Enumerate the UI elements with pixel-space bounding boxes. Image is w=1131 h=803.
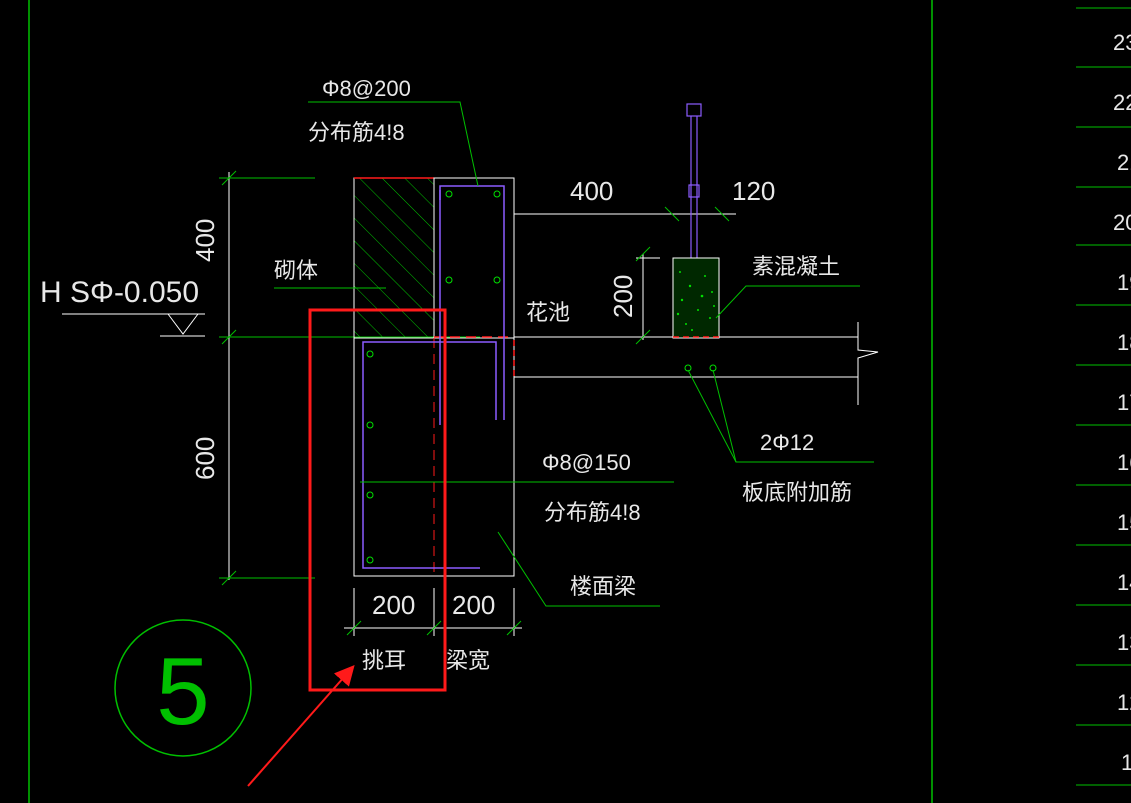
side-table: 23 22 21 20 19 18 17 16 15 14 13 12 11 [1076, 7, 1131, 786]
left-dimension-chain [219, 170, 480, 586]
dim-200-vertical: 200 [608, 275, 638, 318]
masonry-wall [353, 177, 435, 339]
masonry-label: 砌体 [274, 258, 318, 283]
rebar-dots [366, 190, 717, 564]
rebar-top-label: Φ8@200 [322, 76, 411, 101]
table-row-number: 13 [1117, 630, 1131, 655]
floor-beam-label: 楼面梁 [570, 574, 636, 599]
rebar-mid-dist-label: 分布筋4!8 [544, 500, 641, 525]
curb-dimension [635, 246, 660, 345]
plain-concrete-leader [715, 285, 860, 319]
top-dimension-chain [514, 206, 736, 222]
planter-label: 花池 [526, 300, 570, 325]
dim-200-right: 200 [452, 590, 495, 620]
beam-width-label: 梁宽 [446, 648, 490, 673]
floor-beam-leader [497, 531, 660, 607]
cantilever-label: 挑耳 [362, 648, 406, 673]
dim-120-top: 120 [732, 176, 775, 206]
table-row-number: 17 [1117, 390, 1131, 415]
dim-200-left: 200 [372, 590, 415, 620]
elevation-label: H SΦ-0.050 [40, 276, 199, 309]
concrete-speckle [676, 271, 715, 331]
dim-600-vertical: 600 [190, 437, 220, 480]
slab-bars-leader-2 [712, 369, 737, 463]
table-row-number: 16 [1117, 450, 1131, 475]
highlight-arrow [247, 664, 355, 787]
rebar-top-dist-label: 分布筋4!8 [308, 120, 405, 145]
detail-number: 5 [156, 638, 209, 745]
table-row-number: 15 [1117, 510, 1131, 535]
table-row-number: 12 [1117, 690, 1131, 715]
rebar-mid-label: Φ8@150 [542, 450, 631, 475]
slab-bottom-label: 板底附加筋 [742, 480, 852, 505]
dim-400-vertical: 400 [190, 219, 220, 262]
highlight-box [308, 308, 447, 692]
table-row-number: 14 [1117, 570, 1131, 595]
table-row-number: 20 [1113, 210, 1131, 235]
railing-post [684, 103, 704, 279]
plain-concrete-label: 素混凝土 [752, 254, 840, 279]
bottom-dimension-chain [344, 588, 522, 636]
table-row-number: 22 [1113, 90, 1131, 115]
slab-bottom-bars-label: 2Φ12 [760, 430, 814, 455]
dim-400-top: 400 [570, 176, 613, 206]
table-row-number: 21 [1117, 150, 1131, 175]
rebar-top-leader [308, 101, 479, 187]
table-row-number: 11 [1121, 750, 1131, 775]
table-row-number: 23 [1113, 30, 1131, 55]
plain-concrete-curb [672, 257, 720, 339]
table-row-number: 19 [1117, 270, 1131, 295]
detail-callout-circle [114, 619, 252, 757]
rebar-cage [362, 185, 505, 569]
table-row-number: 18 [1117, 330, 1131, 355]
elevation-marker [62, 313, 205, 337]
